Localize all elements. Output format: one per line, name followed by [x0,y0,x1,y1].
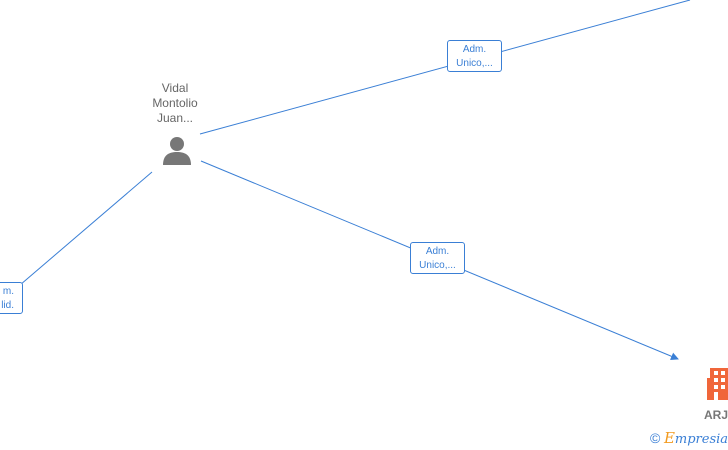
person-icon[interactable] [161,135,193,165]
person-name-line-3: Juan... [156,111,194,125]
person-name[interactable]: Vidal Montolio Juan... [134,81,216,126]
empresia-watermark: © Empresia [650,429,728,447]
edge-label-top-line-2: Unico,... [456,58,493,69]
brand-name: mpresia [674,432,728,447]
company-name[interactable]: ARJ [704,408,728,422]
edge-label-left[interactable]: m. lid. [0,282,23,314]
edge-label-left-line-2: lid. [1,300,14,311]
edge-line-top-right [199,0,691,135]
edge-label-top-line-1: Adm. [462,44,487,55]
person-name-line-1: Vidal [161,81,189,95]
edge-label-middle-line-2: Unico,... [419,260,456,271]
edge-label-middle-line-1: Adm. [425,246,450,257]
edge-label-left-line-1: m. [2,286,14,297]
person-name-line-2: Montolio [152,96,198,110]
edge-line-bottom-left [19,171,153,286]
building-icon[interactable] [707,368,728,400]
brand-e-letter: E [663,429,675,447]
edge-label-middle[interactable]: Adm. Unico,... [410,242,465,274]
copyright-symbol: © [650,430,661,446]
edge-label-top[interactable]: Adm. Unico,... [447,40,502,72]
